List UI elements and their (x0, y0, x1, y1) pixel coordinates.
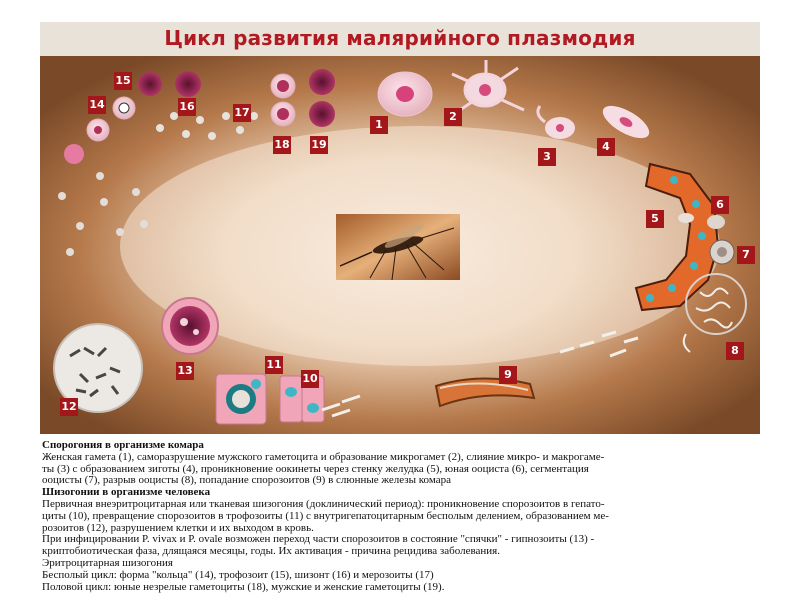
text-line: розоитов (12), разрушением клетки и их в… (42, 521, 314, 534)
text-line: Эритроцитарная шизогония (42, 556, 173, 569)
stage-16-schizont (138, 71, 201, 97)
stage-number-7: 7 (737, 246, 755, 264)
stage-14-ring (86, 118, 110, 142)
stage-number-4: 4 (597, 138, 615, 156)
stage-number-8: 8 (726, 342, 744, 360)
text-line: криптобиотическая фаза, длящаяся месяцы,… (42, 545, 500, 558)
stage-number-10: 10 (301, 370, 319, 388)
stage-number-19: 19 (310, 136, 328, 154)
stage-4-cell (602, 105, 650, 139)
stage-number-2: 2 (444, 108, 462, 126)
scattered-merozoites (58, 144, 148, 256)
stage-13-hypnozoites (161, 297, 219, 355)
stage-19-gametocytes (309, 69, 335, 127)
stage-number-6: 6 (711, 196, 729, 214)
diagram-title: Цикл развития малярийного плазмодия (164, 26, 636, 50)
life-cycle-illustration: 1 2 3 4 5 6 7 8 9 10 11 12 13 14 15 16 1… (40, 56, 760, 434)
stage-number-16: 16 (178, 98, 196, 116)
stage-number-15: 15 (114, 72, 132, 90)
stage-17-merozoites (156, 112, 258, 140)
stage-number-13: 13 (176, 362, 194, 380)
text-line: Бесполый цикл: форма "кольца" (14), троф… (42, 568, 434, 581)
stage-1-cell (377, 71, 433, 117)
stage-number-12: 12 (60, 398, 78, 416)
stage-number-11: 11 (265, 356, 283, 374)
stage-number-5: 5 (646, 210, 664, 228)
stage-15-trophozoite (112, 96, 136, 120)
text-line: ооцисты (7), разрыв ооцисты (8), попадан… (42, 474, 451, 487)
text-line: При инфицировании P. vivax и P. ovale во… (42, 533, 595, 546)
text-line: циты (10), превращение спорозоитов в тро… (42, 509, 609, 522)
stage-8-oocyst (682, 273, 747, 353)
stage-number-9: 9 (499, 366, 517, 384)
stage-12-merozoites (53, 323, 143, 413)
description-text: Спорогония в организме комара Женская га… (42, 439, 772, 593)
stage-7-oocyst (709, 239, 735, 265)
life-cycle-svg (40, 56, 760, 434)
stage-number-3: 3 (538, 148, 556, 166)
heading-sporogony: Спорогония в организме комара (42, 439, 204, 451)
stage-3-cell (536, 105, 575, 139)
stage-number-17: 17 (233, 104, 251, 122)
text-line: Половой цикл: юные незрелые гаметоциты (… (42, 580, 445, 593)
title-bar: Цикл развития малярийного плазмодия (40, 22, 760, 56)
stage-2-cell (451, 60, 525, 116)
stage-9-salivary-gland (434, 330, 639, 408)
text-line: Женская гамета (1), саморазрушение мужск… (42, 450, 605, 463)
stage-11-trophozoite (215, 373, 267, 425)
stage-number-1: 1 (370, 116, 388, 134)
mosquito-photo (336, 214, 460, 281)
text-line: Первичная внеэритроцитарная или тканевая… (42, 497, 605, 510)
stage-number-14: 14 (88, 96, 106, 114)
stomach-wall-epithelium (634, 162, 725, 312)
stage-18-gametocytes (270, 73, 296, 127)
heading-schizogony: Шизогонии в организме человека (42, 486, 211, 499)
text-line: ты (3) с образованием зиготы (4), проник… (42, 462, 589, 475)
stage-number-18: 18 (273, 136, 291, 154)
